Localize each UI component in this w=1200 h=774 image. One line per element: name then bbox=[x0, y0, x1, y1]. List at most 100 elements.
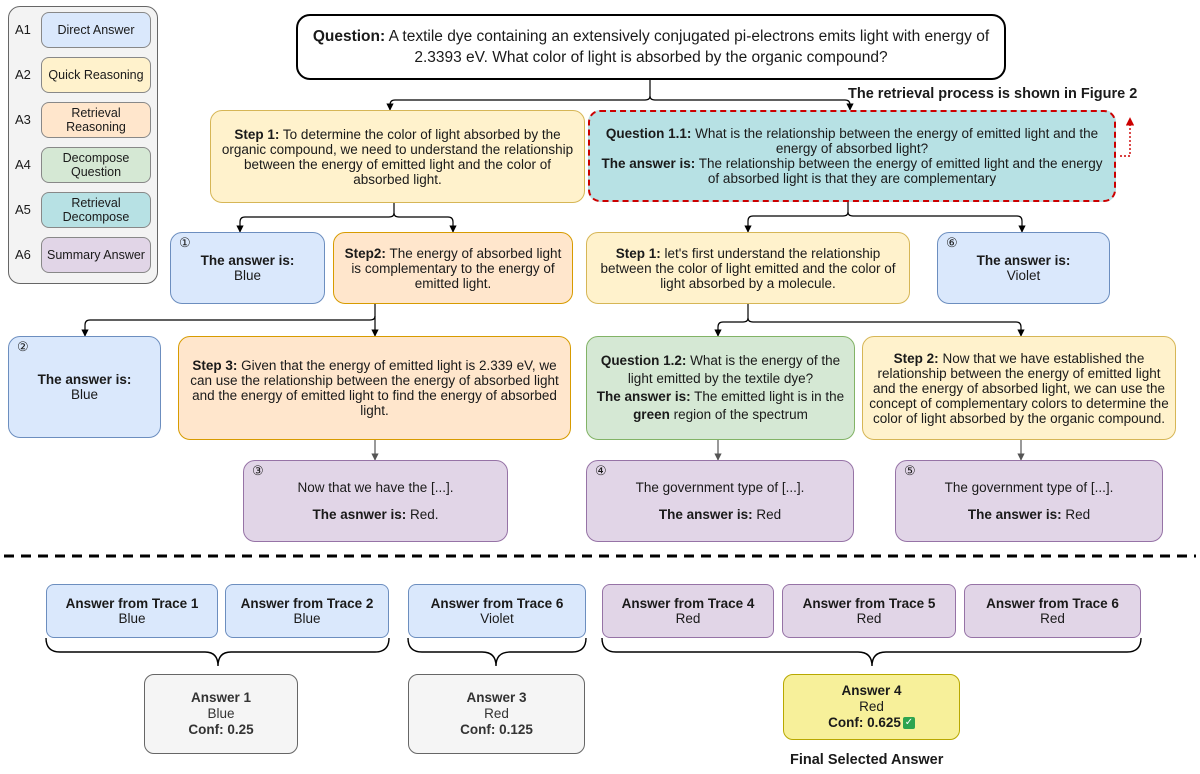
legend-tag: A4 bbox=[15, 157, 31, 172]
final-answer-4: Answer 4 Red Conf: 0.625✓ bbox=[783, 674, 960, 740]
answer-text: The government type of [...]. bbox=[635, 480, 805, 495]
answer-value: Red bbox=[1065, 507, 1091, 522]
answer-label: The answer is: bbox=[967, 507, 1062, 522]
step-text: Now that we have established the relatio… bbox=[869, 350, 1169, 426]
trace-value: Blue bbox=[118, 611, 146, 626]
trace-value: Blue bbox=[293, 611, 321, 626]
legend-label: Retrieval Decompose bbox=[41, 192, 151, 228]
answer-5: ⑤ The government type of [...]. The answ… bbox=[895, 460, 1163, 542]
trace-title: Answer from Trace 2 bbox=[240, 596, 374, 611]
final-title: Answer 4 bbox=[841, 683, 902, 698]
answer-6: ⑥ The answer is: Violet bbox=[937, 232, 1110, 304]
question-label: Question 1.2: bbox=[600, 353, 687, 368]
question-label: Question: bbox=[312, 28, 386, 45]
final-answer-3: Answer 3 Red Conf: 0.125 bbox=[408, 674, 585, 754]
legend-tag: A6 bbox=[15, 247, 31, 262]
edge-left-step1 bbox=[393, 212, 457, 233]
answer-label: The answer is: bbox=[37, 372, 132, 387]
answer-label: The answer is: bbox=[601, 156, 696, 171]
answer-label: The answer is: bbox=[976, 253, 1071, 268]
retrieval-note: The retrieval process is shown in Figure… bbox=[848, 86, 1138, 102]
left-step-3: Step 3: Given that the energy of emitted… bbox=[178, 336, 571, 440]
step-text: Given that the energy of emitted light i… bbox=[190, 358, 559, 418]
brace-group-3 bbox=[601, 637, 1142, 667]
left-step-1: Step 1: To determine the color of light … bbox=[210, 110, 585, 203]
left-step-2: Step2: The energy of absorbed light is c… bbox=[333, 232, 573, 304]
trace-answer: Answer from Trace 5 Red bbox=[782, 584, 956, 638]
legend-panel: A1 Direct Answer A2 Quick Reasoning A3 R… bbox=[8, 6, 158, 284]
answer-text: The emitted light is in the bbox=[694, 389, 845, 404]
answer-number: ② bbox=[17, 339, 29, 354]
step-label: Step 1: bbox=[234, 126, 280, 142]
step-label: Step 1: bbox=[615, 245, 661, 261]
trace-answer: Answer from Trace 2 Blue bbox=[225, 584, 389, 638]
trace-title: Answer from Trace 6 bbox=[430, 596, 564, 611]
answer-label: The answer is: bbox=[658, 507, 753, 522]
question-text: A textile dye containing an extensively … bbox=[388, 28, 990, 66]
answer-text: The relationship between the energy of e… bbox=[698, 156, 1103, 186]
answer-number: ⑤ bbox=[904, 463, 916, 478]
question-box: Question: A textile dye containing an ex… bbox=[296, 14, 1006, 80]
answer-text: Now that we have the [...]. bbox=[297, 480, 454, 495]
legend-label: Retrieval Reasoning bbox=[41, 102, 151, 138]
legend-tag: A2 bbox=[15, 67, 31, 82]
retrieval-pointer bbox=[1120, 117, 1135, 157]
legend-tag: A1 bbox=[15, 22, 31, 37]
answer-label: The answer is: bbox=[596, 389, 691, 404]
answer-text-end: region of the spectrum bbox=[673, 407, 808, 422]
legend-item: A1 Direct Answer bbox=[9, 12, 159, 48]
final-selected-label: Final Selected Answer bbox=[790, 752, 944, 768]
final-value: Red bbox=[484, 706, 509, 721]
final-title: Answer 1 bbox=[190, 690, 252, 705]
edge-right-step1 bbox=[747, 317, 1025, 337]
edge-question bbox=[386, 80, 651, 111]
final-value: Red bbox=[859, 699, 884, 714]
trace-value: Red bbox=[675, 611, 701, 626]
answer-highlight: green bbox=[633, 407, 670, 422]
right-step-2: Step 2: Now that we have established the… bbox=[862, 336, 1176, 440]
legend-tag: A5 bbox=[15, 202, 31, 217]
check-icon: ✓ bbox=[902, 717, 915, 730]
trace-answer: Answer from Trace 4 Red bbox=[602, 584, 774, 638]
legend-label: Direct Answer bbox=[41, 12, 151, 48]
final-confidence: Conf: 0.125 bbox=[460, 722, 533, 737]
edge-question bbox=[649, 95, 854, 111]
answer-number: ④ bbox=[595, 463, 607, 478]
answer-value: Red. bbox=[410, 507, 439, 522]
final-answer-1: Answer 1 Blue Conf: 0.25 bbox=[144, 674, 298, 754]
step-label: Step 2: bbox=[893, 350, 939, 366]
answer-value: Red bbox=[756, 507, 782, 522]
answer-label: The answer is: bbox=[200, 253, 295, 268]
step-text: To determine the color of light absorbed… bbox=[221, 126, 574, 187]
right-question-1-2: Question 1.2: What is the energy of the … bbox=[586, 336, 855, 440]
brace-group-1 bbox=[45, 637, 390, 667]
answer-3: ③ Now that we have the [...]. The asnwer… bbox=[243, 460, 508, 542]
question-label: Question 1.1: bbox=[605, 126, 692, 141]
step-label: Step2: bbox=[344, 245, 386, 261]
answer-text: The government type of [...]. bbox=[944, 480, 1114, 495]
legend-tag: A3 bbox=[15, 112, 31, 127]
edge-left-step1 bbox=[236, 203, 395, 233]
trace-title: Answer from Trace 6 bbox=[986, 596, 1119, 611]
step-text: let's first understand the relationship … bbox=[600, 245, 896, 291]
trace-answer: Answer from Trace 1 Blue bbox=[46, 584, 218, 638]
answer-value: Blue bbox=[70, 387, 99, 402]
edge-left-step2 bbox=[81, 304, 376, 337]
answer-number: ③ bbox=[252, 463, 264, 478]
trace-value: Red bbox=[1040, 611, 1065, 626]
brace-group-2 bbox=[407, 637, 587, 667]
trace-value: Red bbox=[856, 611, 882, 626]
final-value: Blue bbox=[207, 706, 235, 721]
final-confidence: Conf: 0.625 bbox=[828, 715, 901, 730]
edge-right-q11 bbox=[847, 211, 1026, 233]
trace-answer: Answer from Trace 6 Red bbox=[964, 584, 1141, 638]
legend-item: A3 Retrieval Reasoning bbox=[9, 102, 159, 138]
step-text: The energy of absorbed light is compleme… bbox=[351, 245, 562, 291]
legend-item: A4 Decompose Question bbox=[9, 147, 159, 183]
question-text: What is the energy of the light emitted … bbox=[627, 353, 841, 386]
answer-2: ② The answer is: Blue bbox=[8, 336, 161, 438]
step-label: Step 3: bbox=[192, 358, 238, 373]
final-confidence: Conf: 0.25 bbox=[188, 722, 254, 737]
legend-item: A5 Retrieval Decompose bbox=[9, 192, 159, 228]
